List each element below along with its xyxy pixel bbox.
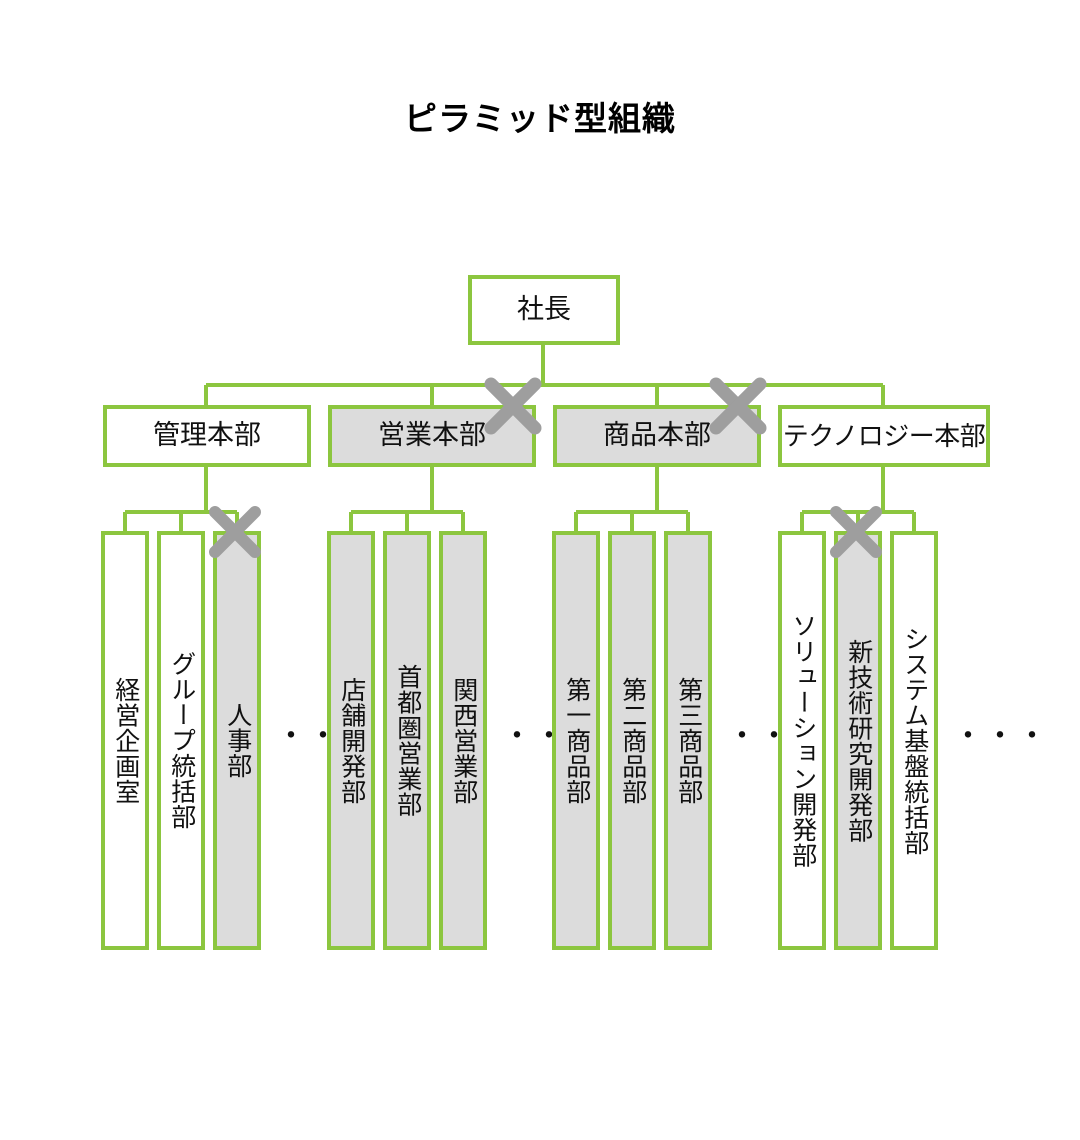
node-department-3-0[interactable]: ソリューション開発部 xyxy=(778,531,826,950)
node-division-3[interactable]: テクノロジー本部 xyxy=(778,405,990,467)
node-department-1-1-label: 首都圏営業部 xyxy=(393,664,422,817)
node-department-3-0-label: ソリューション開発部 xyxy=(788,613,817,868)
ellipsis-group-3: ・・・ xyxy=(953,720,1049,753)
node-division-1[interactable]: 営業本部 xyxy=(328,405,536,467)
node-division-3-label: テクノロジー本部 xyxy=(782,420,986,451)
node-department-1-1[interactable]: 首都圏営業部 xyxy=(383,531,431,950)
node-department-0-0-label: 経営企画室 xyxy=(111,676,140,805)
node-department-2-2-label: 第三商品部 xyxy=(674,676,703,805)
node-root-label: 社長 xyxy=(517,294,571,325)
node-department-0-2[interactable]: 人事部 xyxy=(213,531,261,950)
node-department-3-1-label: 新技術研究開発部 xyxy=(844,638,873,843)
page-title: ピラミッド型組織 xyxy=(404,100,676,137)
node-department-1-0[interactable]: 店舗開発部 xyxy=(327,531,375,950)
node-department-3-2[interactable]: システム基盤統括部 xyxy=(890,531,938,950)
node-division-0[interactable]: 管理本部 xyxy=(103,405,311,467)
node-department-0-1-label: グループ統括部 xyxy=(167,651,196,830)
node-department-2-0[interactable]: 第一商品部 xyxy=(552,531,600,950)
node-division-0-label: 管理本部 xyxy=(153,420,261,451)
node-department-2-1[interactable]: 第二商品部 xyxy=(608,531,656,950)
node-department-2-0-label: 第一商品部 xyxy=(562,676,591,805)
node-department-2-2[interactable]: 第三商品部 xyxy=(664,531,712,950)
node-department-0-2-label: 人事部 xyxy=(223,702,252,779)
node-department-0-0[interactable]: 経営企画室 xyxy=(101,531,149,950)
node-department-2-1-label: 第二商品部 xyxy=(618,676,647,805)
node-division-2-label: 商品本部 xyxy=(603,420,711,451)
node-department-1-0-label: 店舗開発部 xyxy=(337,676,366,805)
node-department-3-2-label: システム基盤統括部 xyxy=(900,625,929,856)
node-department-0-1[interactable]: グループ統括部 xyxy=(157,531,205,950)
node-department-3-1[interactable]: 新技術研究開発部 xyxy=(834,531,882,950)
node-department-1-2[interactable]: 関西営業部 xyxy=(439,531,487,950)
node-root[interactable]: 社長 xyxy=(468,275,620,345)
node-division-2[interactable]: 商品本部 xyxy=(553,405,761,467)
node-division-1-label: 営業本部 xyxy=(378,420,486,451)
node-department-1-2-label: 関西営業部 xyxy=(449,676,478,805)
